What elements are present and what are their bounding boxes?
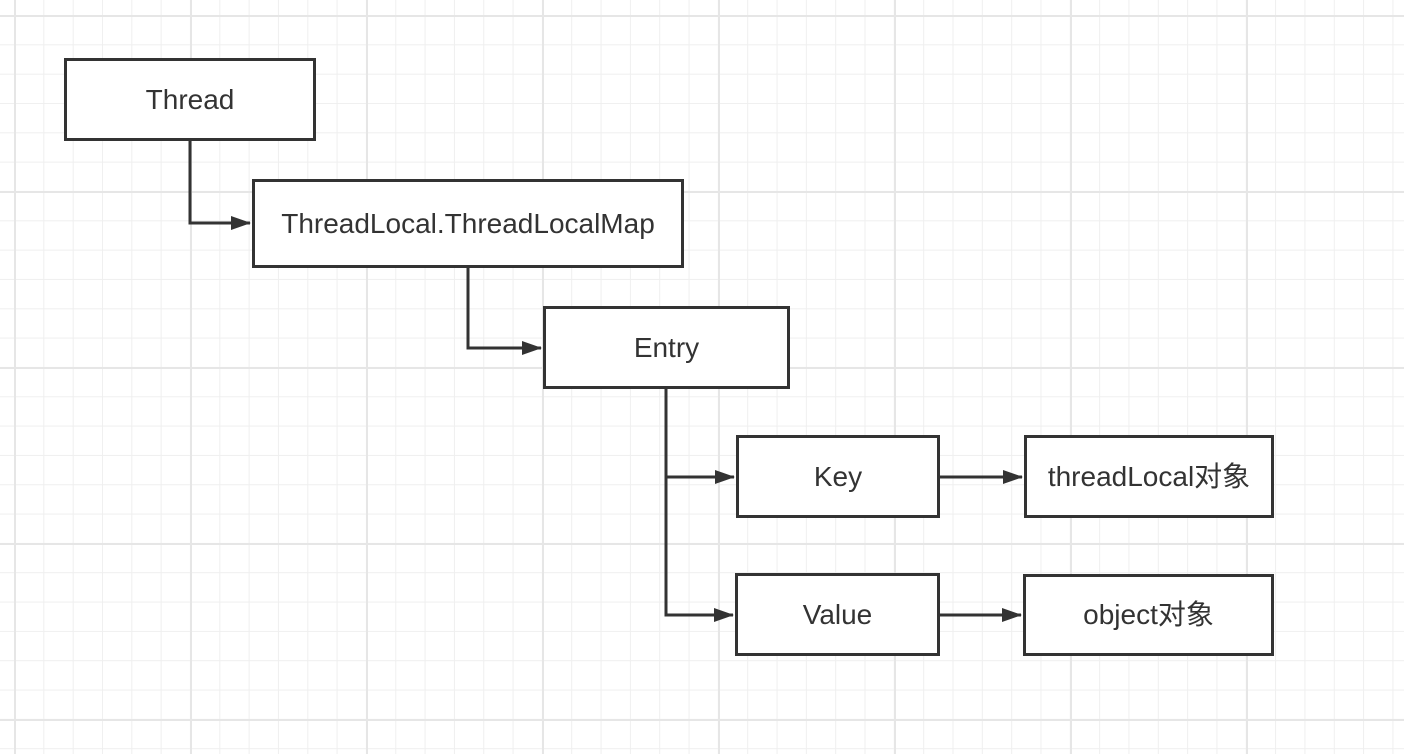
node-entry: Entry bbox=[543, 306, 790, 389]
node-thread-label: Thread bbox=[145, 83, 235, 115]
node-key: Key bbox=[736, 435, 940, 518]
node-threadlocal-map: ThreadLocal.ThreadLocalMap bbox=[252, 179, 684, 268]
node-object-object-label: object对象 bbox=[1083, 599, 1214, 630]
connector-entry-to-value bbox=[664, 389, 734, 622]
node-threadlocal-object-label: threadLocal对象 bbox=[1047, 460, 1251, 492]
connector-thread-to-threadlocalmap bbox=[188, 141, 251, 230]
node-value-label: Value bbox=[802, 598, 873, 630]
node-threadlocal-map-label: ThreadLocal.ThreadLocalMap bbox=[281, 207, 655, 239]
node-object-object: object对象 bbox=[1023, 574, 1274, 656]
connector-threadlocalmap-to-entry bbox=[466, 268, 542, 355]
node-thread: Thread bbox=[64, 58, 316, 141]
node-threadlocal-object: threadLocal对象 bbox=[1024, 435, 1274, 518]
node-value: Value bbox=[735, 573, 940, 656]
node-entry-label: Entry bbox=[633, 331, 700, 363]
node-key-label: Key bbox=[813, 460, 863, 492]
